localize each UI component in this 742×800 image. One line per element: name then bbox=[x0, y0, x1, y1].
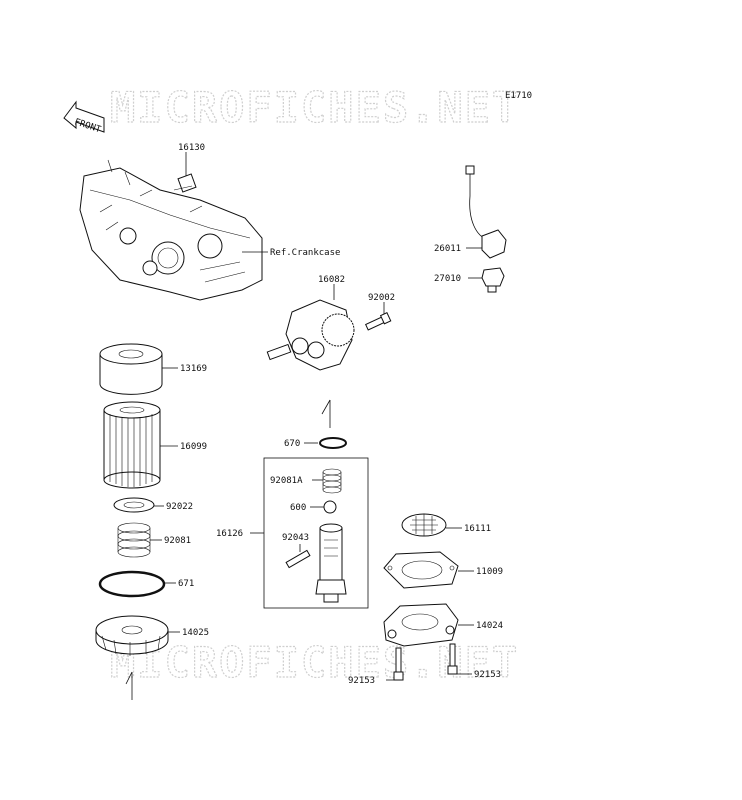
part-671-o-ring bbox=[98, 570, 166, 598]
part-16130-plug bbox=[173, 173, 197, 193]
label-14024: 14024 bbox=[476, 621, 503, 631]
label-92081: 92081 bbox=[164, 536, 191, 546]
part-relief-valve-body bbox=[315, 523, 347, 603]
label-14025: 14025 bbox=[182, 628, 209, 638]
part-16111-screen bbox=[401, 513, 447, 537]
part-600-ball bbox=[323, 500, 337, 514]
label-671: 671 bbox=[178, 579, 194, 589]
part-14024-cover bbox=[383, 603, 459, 647]
diagram-code: E1710 bbox=[505, 91, 532, 101]
label-13169: 13169 bbox=[180, 364, 207, 374]
label-16099: 16099 bbox=[180, 442, 207, 452]
part-27010-switch bbox=[481, 267, 505, 293]
label-92043: 92043 bbox=[282, 533, 309, 543]
label-16111: 16111 bbox=[464, 524, 491, 534]
crankcase-illustration bbox=[79, 159, 263, 301]
part-16082-oil-pump bbox=[266, 299, 355, 371]
front-arrow-icon: FRONT bbox=[63, 100, 105, 135]
label-26011: 26011 bbox=[434, 244, 461, 254]
part-14025-cover bbox=[95, 615, 169, 656]
watermark-top: MICROFICHES.NET bbox=[110, 83, 519, 132]
label-16082: 16082 bbox=[318, 275, 345, 285]
part-13169-cap bbox=[99, 343, 163, 395]
part-16099-oil-filter bbox=[103, 401, 161, 489]
part-92043-pin bbox=[285, 549, 311, 569]
part-92081-spring bbox=[117, 522, 151, 558]
part-92153-bolt-left bbox=[393, 647, 404, 681]
part-92002-bolt bbox=[365, 312, 392, 331]
label-670: 670 bbox=[284, 439, 300, 449]
watermark-bottom: MICROFICHES.NET bbox=[110, 638, 519, 687]
label-92002: 92002 bbox=[368, 293, 395, 303]
part-92081A-spring bbox=[322, 468, 342, 494]
label-92081A: 92081A bbox=[270, 476, 303, 486]
label-16130: 16130 bbox=[178, 143, 205, 153]
part-26011-sensor bbox=[465, 165, 507, 259]
label-16126: 16126 bbox=[216, 529, 243, 539]
label-92153-left: 92153 bbox=[348, 676, 375, 686]
label-11009: 11009 bbox=[476, 567, 503, 577]
label-ref-crankcase: Ref.Crankcase bbox=[270, 248, 340, 258]
label-92022: 92022 bbox=[166, 502, 193, 512]
label-92153-right: 92153 bbox=[474, 670, 501, 680]
part-92153-bolt-right bbox=[447, 643, 458, 675]
label-27010: 27010 bbox=[434, 274, 461, 284]
part-92022-washer bbox=[113, 497, 155, 513]
part-670-o-ring bbox=[319, 437, 347, 449]
part-11009-gasket bbox=[383, 551, 459, 589]
label-600: 600 bbox=[290, 503, 306, 513]
